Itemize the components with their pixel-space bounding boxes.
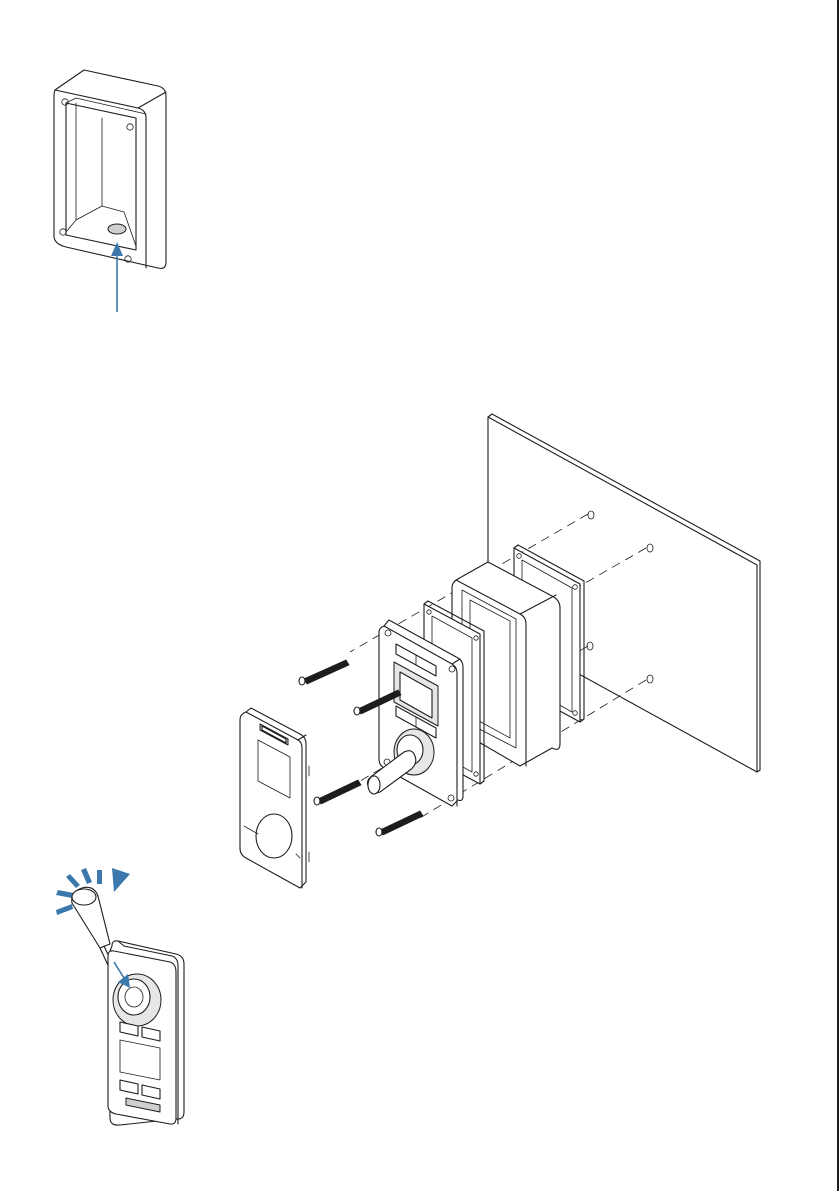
screw-icon-4 — [376, 811, 423, 836]
screw-icon-3 — [314, 780, 361, 805]
pointer-arrow-icon — [111, 242, 123, 312]
screw-icon — [299, 660, 349, 685]
joystick-unit-icon — [108, 941, 184, 1125]
bezel-icon — [240, 708, 309, 888]
mounting-box-icon — [54, 70, 166, 268]
